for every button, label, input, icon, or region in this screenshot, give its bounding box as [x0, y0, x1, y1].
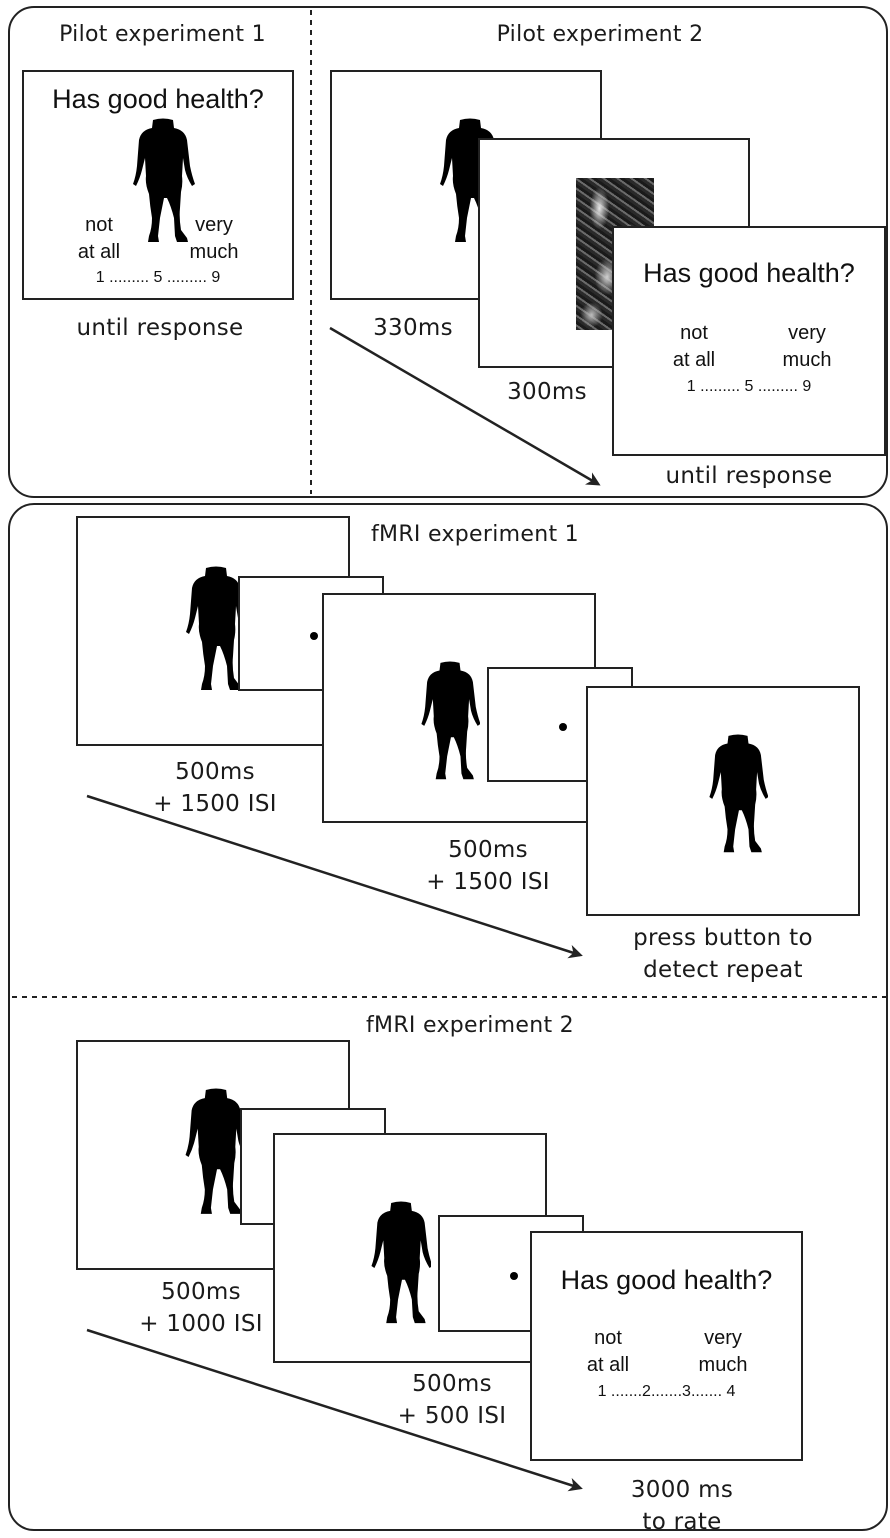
fmri1-body-screen-3 — [586, 686, 860, 916]
fmri2-rating-screen: Has good health? not at all very much 1 … — [530, 1231, 803, 1461]
fmri1-timing-3: press button to detect repeat — [633, 925, 813, 983]
fmri1-time-arrow — [86, 794, 583, 959]
pilot1-rating-screen: Has good health? not at all very much 1 … — [22, 70, 294, 300]
pilot2-timing-2: 300ms — [507, 379, 587, 405]
pilot2-scale-numbers: 1 ......... 5 ......... 9 — [686, 378, 812, 395]
fmri2-question: Has good health? — [560, 1265, 773, 1295]
fmri1-title: fMRI experiment 1 — [371, 522, 579, 547]
fmri1-timing-1: 500ms + 1500 ISI — [153, 759, 277, 817]
pilot2-timing-1: 330ms — [373, 315, 453, 341]
pilot2-title: Pilot experiment 2 — [496, 22, 704, 47]
pilot2-question: Has good health? — [643, 258, 855, 288]
fmri-panel — [8, 503, 888, 1531]
fixation-dot — [510, 1272, 518, 1280]
fmri2-time-arrow — [86, 1328, 583, 1492]
fmri2-timing-1: 500ms + 1000 ISI — [139, 1279, 263, 1337]
fmri2-scale-low: not at all — [586, 1327, 630, 1376]
pilot1-scale-numbers: 1 ......... 5 ......... 9 — [95, 269, 221, 286]
pilot1-scale-low: not at all — [77, 214, 121, 263]
fmri2-title: fMRI experiment 2 — [366, 1013, 574, 1038]
fixation-dot — [310, 632, 318, 640]
pilot2-rating-screen: Has good health? not at all very much 1 … — [612, 226, 886, 456]
fmri2-scale-numbers: 1 .......2.......3....... 4 — [597, 1383, 736, 1400]
pilot1-scale-high: very much — [189, 214, 239, 263]
pilot1-timing: until response — [76, 315, 244, 341]
fixation-dot — [559, 723, 567, 731]
pilot-panel — [8, 6, 888, 498]
fmri2-scale-high: very much — [698, 1327, 748, 1376]
pilot1-question: Has good health? — [52, 84, 264, 114]
pilot2-scale-high: very much — [782, 322, 832, 371]
pilot2-scale-low: not at all — [672, 322, 716, 371]
pilot1-title: Pilot experiment 1 — [59, 22, 266, 47]
pilot2-timing-3: until response — [665, 463, 833, 489]
fmri1-timing-2: 500ms + 1500 ISI — [426, 837, 550, 895]
fmri2-timing-2: 500ms + 500 ISI — [397, 1371, 507, 1429]
pilot2-time-arrow — [329, 326, 601, 486]
fmri2-timing-3: 3000 ms to rate — [630, 1477, 734, 1535]
